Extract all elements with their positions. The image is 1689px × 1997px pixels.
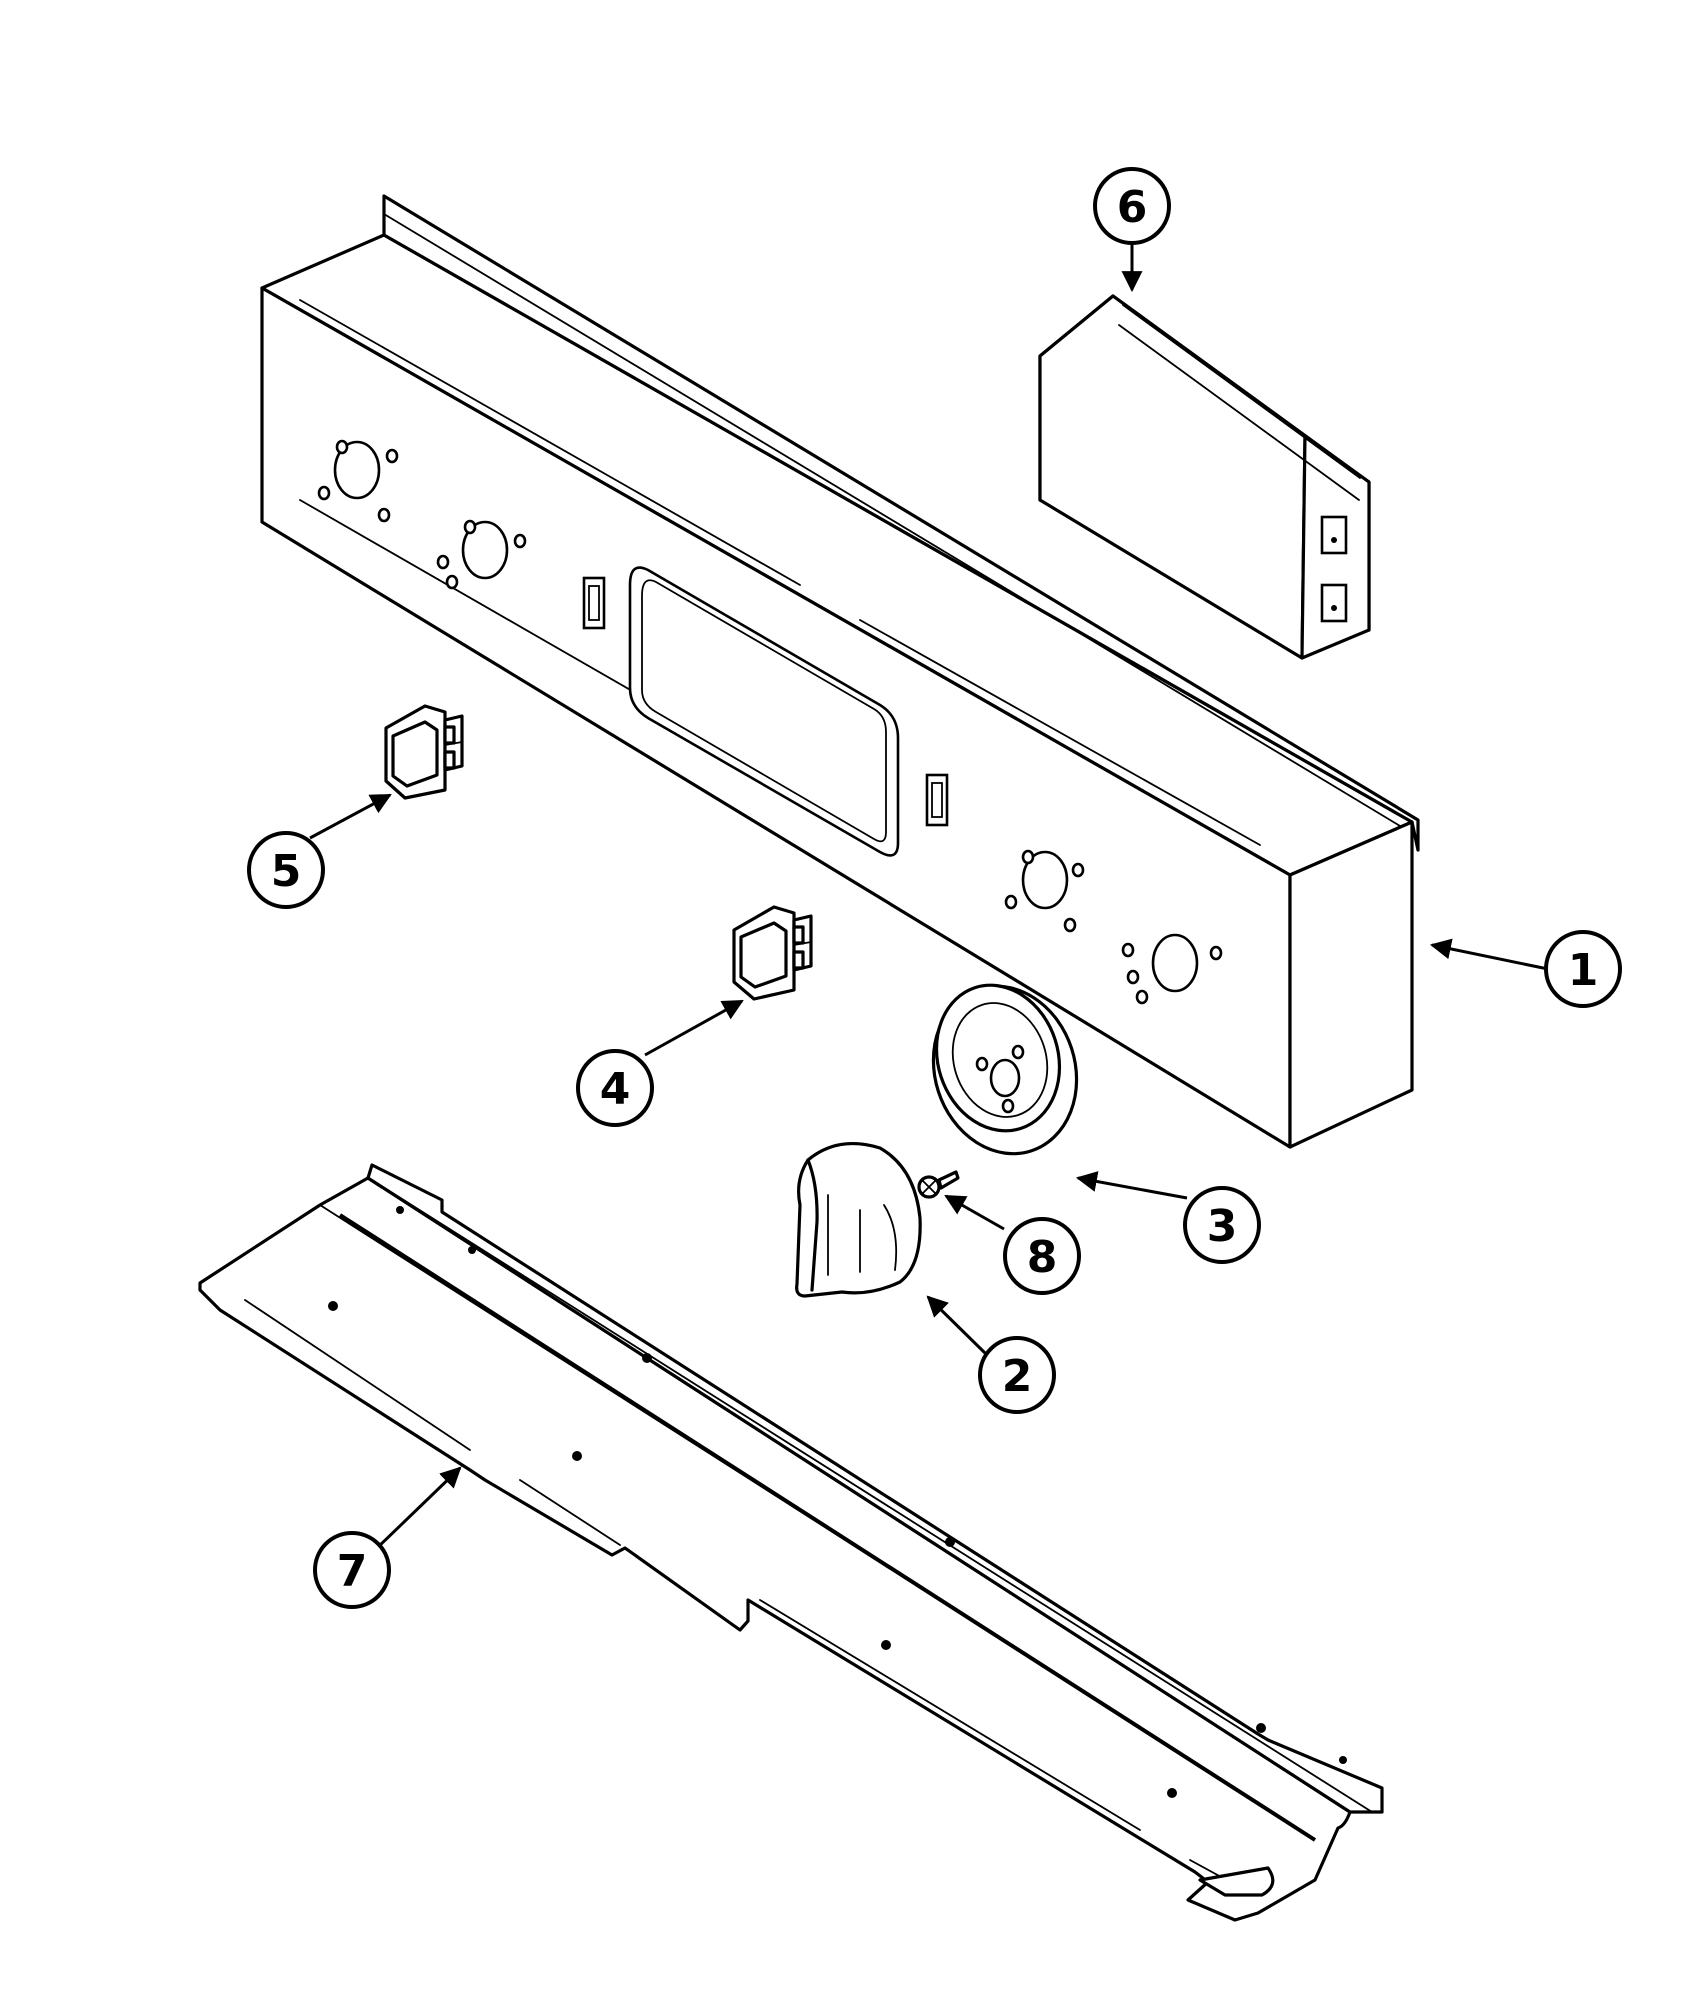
knob-hole-group-2	[436, 519, 527, 590]
leader-5	[309, 793, 392, 840]
knob-hole-group-4	[1121, 933, 1223, 1005]
screw	[917, 1170, 960, 1199]
callout-3: 3	[1183, 1186, 1261, 1264]
control-panel-housing	[260, 194, 1420, 1149]
display-window	[628, 566, 900, 857]
rocker-switch-5	[384, 704, 464, 800]
callout-4-label: 4	[600, 1064, 631, 1115]
knob-bezel	[931, 983, 1079, 1156]
leader-2	[926, 1295, 987, 1355]
leader-4	[644, 999, 744, 1057]
callout-2-label: 2	[1002, 1351, 1033, 1402]
leader-8	[944, 1194, 1005, 1231]
callout-8: 8	[1003, 1217, 1081, 1295]
callout-6: 6	[1093, 167, 1171, 245]
callout-1: 1	[1544, 930, 1622, 1008]
control-panel-support-bracket	[198, 1163, 1384, 1922]
leader-1	[1429, 938, 1549, 971]
rocker-switch-4	[732, 905, 813, 1001]
callout-5: 5	[247, 831, 325, 909]
knob-hole-group-1	[317, 439, 399, 523]
callout-5-label: 5	[271, 846, 302, 897]
callout-6-label: 6	[1117, 182, 1148, 233]
control-knob	[795, 1141, 922, 1298]
callout-7-label: 7	[337, 1546, 368, 1597]
callout-7: 7	[313, 1531, 391, 1609]
callout-1-label: 1	[1568, 945, 1599, 996]
electronic-control-module	[1038, 294, 1371, 660]
callout-4: 4	[576, 1049, 654, 1127]
leader-3	[1075, 1171, 1188, 1200]
callout-8-label: 8	[1027, 1232, 1058, 1283]
callout-3-label: 3	[1207, 1201, 1238, 1252]
leader-7	[373, 1466, 462, 1552]
knob-hole-group-3	[1004, 849, 1085, 933]
callout-2: 2	[978, 1336, 1056, 1414]
